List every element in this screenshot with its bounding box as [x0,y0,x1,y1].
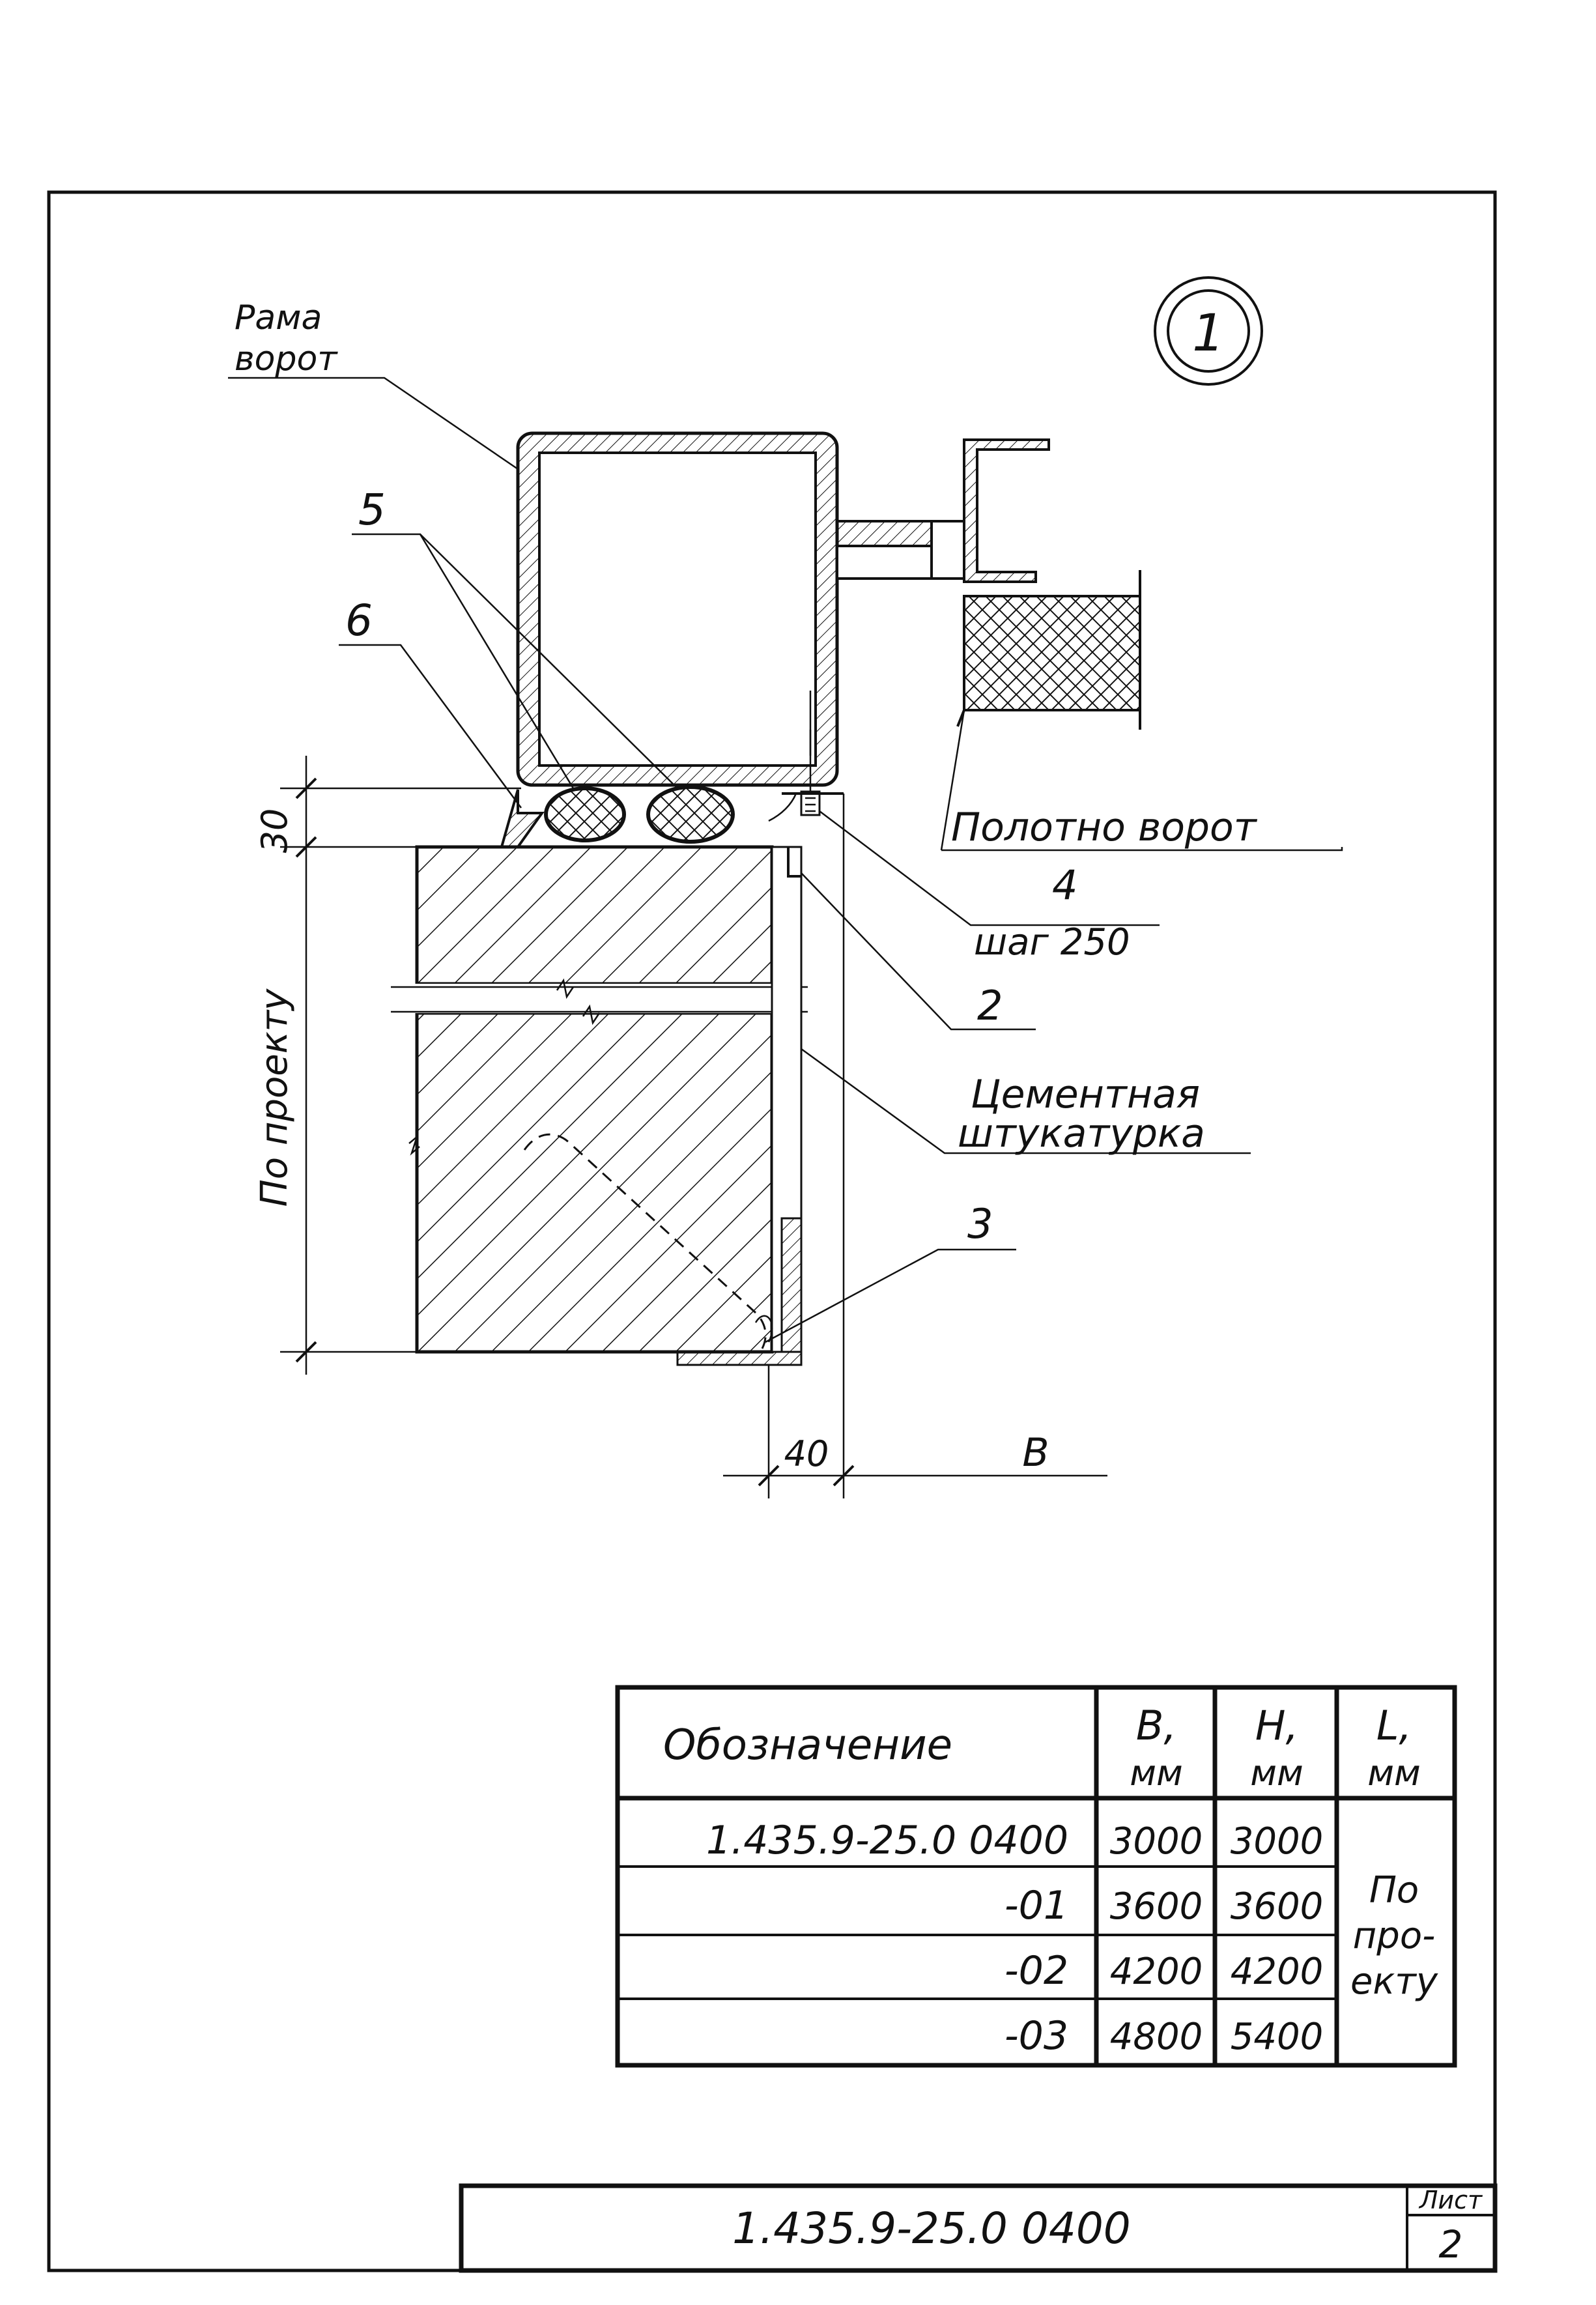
plaster-label-line1: Цементная [971,1072,1200,1117]
col-h-header: Н, [1255,1702,1298,1749]
row-4-h: 5400 [1231,2016,1324,2058]
spec-table: Обозначение В, мм Н, мм L, мм 1.435.9-25… [615,1685,1457,2068]
callout-4-note: шаг 250 [974,921,1130,964]
dimension-lines [280,756,1107,1498]
l-value-line2: про- [1353,1915,1436,1957]
l-value-line3: екту [1350,1960,1438,2003]
gate-leaf-profile [836,438,1141,730]
leader-lines [228,377,1343,1343]
col-designation-header: Обозначение [663,1721,952,1769]
gate-frame-section [516,431,839,787]
detail-labels: Рама ворот 5 6 Полотно ворот 4 шаг 250 2… [235,298,1258,1476]
row-2-h: 3600 [1231,1885,1324,1928]
dim-width-b: В [1022,1430,1049,1476]
frame-label-line2: ворот [235,339,338,379]
dim-offset-40: 40 [784,1433,829,1474]
sheet-number: 2 [1439,2222,1463,2267]
callout-6: 6 [345,595,373,646]
title-block: 1.435.9-25.0 0400 Лист 2 [459,2183,1498,2273]
plaster-label-line2: штукатурка [958,1111,1205,1156]
title-code: 1.435.9-25.0 0400 [732,2203,1131,2254]
row-1-designation: 1.435.9-25.0 0400 [706,1818,1068,1863]
frame-label-line1: Рама [235,298,322,337]
col-b-unit: мм [1130,1753,1182,1794]
dim-gap-30: 30 [254,809,295,853]
wall-section [391,845,808,1366]
row-1-b: 3000 [1110,1820,1203,1863]
rubber-seals [500,785,797,848]
l-value-line1: По [1369,1869,1419,1911]
col-l-header: L, [1376,1702,1412,1749]
col-h-unit: мм [1250,1753,1303,1794]
row-3-h: 4200 [1231,1951,1324,1993]
callout-4: 4 [1052,861,1077,909]
leaf-label: Полотно ворот [951,805,1258,850]
row-3-b: 4200 [1110,1951,1203,1993]
callout-3: 3 [967,1200,993,1248]
col-b-header: В, [1136,1702,1176,1749]
dim-height: По проекту [253,988,296,1207]
row-2-designation: -01 [1005,1883,1068,1928]
row-3-designation: -02 [1005,1948,1068,1994]
detail-marker: 1 [1154,276,1263,386]
row-1-h: 3000 [1231,1820,1324,1863]
col-l-unit: мм [1367,1753,1420,1794]
sheet-label: Лист [1418,2186,1483,2214]
row-2-b: 3600 [1110,1885,1203,1928]
callout-5: 5 [358,485,386,535]
row-4-designation: -03 [1005,2013,1068,2059]
callout-2: 2 [977,982,1003,1029]
detail-marker-number: 1 [1192,304,1225,363]
row-4-b: 4800 [1110,2016,1203,2058]
anchor-bolt [782,691,844,816]
